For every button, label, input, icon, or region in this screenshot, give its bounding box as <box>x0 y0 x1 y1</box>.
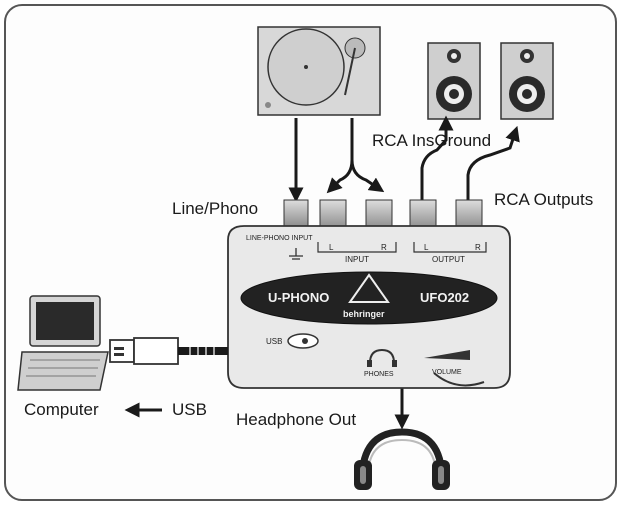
cables <box>288 115 520 430</box>
input-loop-cable <box>326 118 354 194</box>
switch-label: LINE-PHONO INPUT <box>246 235 313 242</box>
input-r-jack <box>365 199 393 231</box>
rca-outputs-label: RCA Outputs <box>494 190 594 209</box>
model-right-text: UFO202 <box>420 290 469 305</box>
input-l-jack <box>319 199 347 231</box>
output-right-cable <box>466 125 520 200</box>
speaker-right-icon <box>500 42 554 120</box>
input-label: INPUT <box>345 255 369 264</box>
headphones-icon <box>354 428 450 490</box>
headphone-out-label: Headphone Out <box>236 410 357 429</box>
output-l-label: L <box>424 243 429 252</box>
volume-wedge <box>424 350 470 360</box>
volume-label: VOLUME <box>432 369 462 376</box>
computer-label: Computer <box>24 400 99 419</box>
switch-jack <box>283 199 309 229</box>
u-phono-device <box>227 225 511 389</box>
output-label: OUTPUT <box>432 255 465 264</box>
output-r-label: R <box>475 243 481 252</box>
usb-label: USB <box>172 400 207 419</box>
phones-label: PHONES <box>364 371 394 378</box>
output-r-jack <box>455 199 483 231</box>
model-left-text: U-PHONO <box>268 290 329 305</box>
laptop-icon <box>17 295 109 391</box>
input-l-label: L <box>329 243 334 252</box>
input-r-label: R <box>381 243 387 252</box>
output-left-cable <box>420 115 454 200</box>
usb-switch-label: USB <box>266 337 282 346</box>
rca-jacks <box>283 199 483 231</box>
brand-text: behringer <box>343 309 385 319</box>
phones-icon <box>369 348 395 364</box>
rca-in-label: RCA InsGround <box>372 131 492 150</box>
usb-plug-icon <box>109 337 228 365</box>
turntable-icon <box>257 26 381 116</box>
line-phono-label: Line/Phono <box>172 199 259 218</box>
speaker-left-icon <box>427 42 481 120</box>
